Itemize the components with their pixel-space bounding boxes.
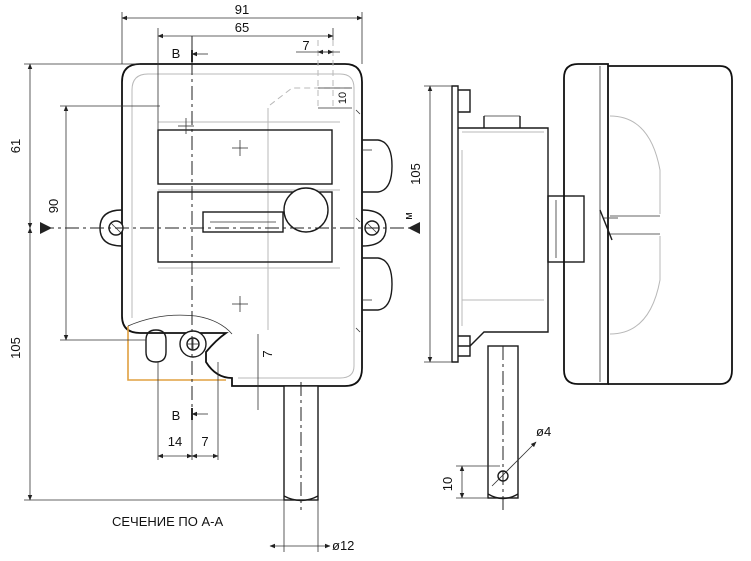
housing-outer bbox=[121, 63, 363, 387]
dim-left-upper: 61 bbox=[8, 139, 23, 153]
section-cutaway bbox=[127, 326, 226, 381]
side-flange bbox=[547, 195, 585, 263]
lower-window bbox=[157, 191, 333, 263]
gland-housing bbox=[608, 65, 733, 385]
dim-width-inner: 65 bbox=[235, 20, 249, 35]
section-label-bottom: В bbox=[172, 408, 181, 423]
section-caption: СЕЧЕНИЕ ПО А-А bbox=[112, 514, 223, 529]
dim-side-height: 105 bbox=[408, 163, 423, 185]
dim-side-inner: 7 bbox=[260, 350, 275, 357]
upper-window bbox=[157, 129, 333, 185]
dim-pin-offset: 10 bbox=[440, 477, 455, 491]
side-view bbox=[451, 63, 733, 510]
dim-pin-diameter: ø4 bbox=[536, 424, 551, 439]
indicator-slot bbox=[202, 211, 284, 233]
side-dimensions: 105 ø4 10 bbox=[408, 85, 551, 499]
dim-width-total: 91 bbox=[235, 2, 249, 17]
cable-gland-upper bbox=[362, 139, 393, 193]
gland-upper-arc bbox=[609, 115, 661, 214]
dim-bottom-right: 7 bbox=[201, 434, 208, 449]
cable-gland-lower bbox=[362, 257, 393, 311]
dim-top-small: 10 bbox=[337, 92, 349, 104]
housing-inner bbox=[148, 73, 355, 379]
front-dimensions: 91 65 7 10 61 90 105 14 7 bbox=[8, 2, 420, 553]
dim-stem-diameter: ø12 bbox=[332, 538, 354, 553]
front-view bbox=[40, 36, 420, 510]
adjust-knob bbox=[283, 187, 329, 233]
dim-left-lower: 105 bbox=[8, 337, 23, 359]
mounting-plate bbox=[451, 85, 459, 363]
front-cover bbox=[563, 63, 609, 385]
section-label-top: В bbox=[172, 46, 181, 61]
side-body bbox=[458, 127, 549, 347]
section-break-line bbox=[127, 314, 233, 335]
dim-left-mid: 90 bbox=[46, 199, 61, 213]
gland-lower-arc bbox=[609, 236, 661, 335]
section-oval-slot bbox=[145, 329, 167, 363]
dim-bottom-left: 14 bbox=[168, 434, 182, 449]
dim-top-offset: 7 bbox=[302, 38, 309, 53]
housing-inner-left bbox=[131, 73, 149, 318]
side-mark-label: м bbox=[403, 212, 415, 220]
